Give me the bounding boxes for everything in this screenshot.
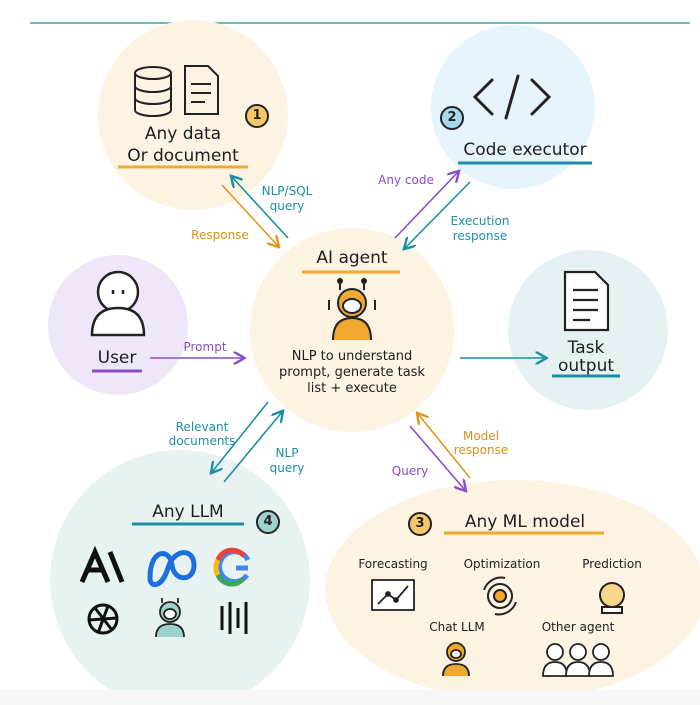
google-logo — [213, 547, 251, 587]
code-number-badge: 2 — [440, 106, 464, 130]
task-document-icon — [563, 270, 610, 332]
edge-label-relevant-line1: Relevant — [175, 420, 229, 434]
code-title: Code executor — [463, 140, 587, 160]
edge-label-query: Query — [391, 464, 429, 478]
ml-item-forecasting: Forecasting — [358, 557, 428, 571]
ml-title: Any ML model — [464, 512, 586, 532]
code-node-bg — [431, 25, 595, 189]
edge-label-execution-line2: response — [452, 229, 508, 243]
edge-label-nlp-sql-line2: query — [269, 199, 305, 213]
ml-number-badge: 3 — [408, 512, 432, 536]
edge-query — [409, 425, 465, 490]
edge-label-nlp-line2: query — [269, 461, 305, 475]
prediction-crystal-ball-icon — [599, 582, 625, 614]
edge-label-prompt: Prompt — [183, 340, 227, 354]
edge-response — [221, 184, 278, 246]
agent-desc-line1: NLP to understand — [291, 349, 413, 364]
other-agent-group-icon — [542, 643, 614, 677]
user-title: User — [97, 348, 137, 368]
edge-label-any-code: Any code — [378, 173, 434, 187]
llm-number-badge: 4 — [256, 510, 280, 534]
agent-title: AI agent — [316, 248, 388, 268]
edge-nlp-sql-query — [232, 177, 289, 239]
data-number-badge: 1 — [245, 104, 269, 128]
ml-item-chat-llm: Chat LLM — [429, 620, 485, 634]
edge-label-relevant-line2: documents — [168, 434, 236, 448]
agent-desc-line2: prompt, generate task — [279, 365, 425, 380]
edge-model-response — [418, 414, 471, 479]
edge-relevant-documents — [212, 401, 269, 472]
edge-label-response: Response — [191, 228, 249, 242]
edge-execution-response — [405, 181, 471, 248]
code-icon — [472, 74, 552, 120]
database-icon — [134, 66, 172, 117]
ml-item-prediction: Prediction — [582, 557, 642, 571]
anthropic-logo — [79, 545, 125, 583]
robot-icon — [328, 278, 376, 341]
optimization-gear-icon — [483, 576, 517, 616]
bottom-caption-strip — [0, 690, 700, 705]
edge-label-nlp-line1: NLP — [275, 446, 299, 460]
edge-nlp-query — [223, 412, 282, 483]
equalizer-logo — [220, 602, 248, 634]
task-title-line2: output — [557, 356, 615, 376]
openai-logo — [87, 603, 119, 635]
data-title-line1: Any data — [144, 124, 222, 144]
chat-llm-robot-icon — [442, 642, 470, 677]
llm-robot-icon — [155, 598, 185, 638]
meta-logo — [147, 550, 197, 587]
user-icon — [90, 270, 146, 337]
task-title-line1: Task — [567, 338, 605, 358]
agent-desc-line3: list + execute — [307, 381, 397, 396]
document-icon — [184, 65, 219, 115]
edge-label-model-line1: Model — [462, 429, 500, 443]
edge-any-code — [394, 172, 458, 239]
edge-label-execution-line1: Execution — [450, 214, 510, 228]
ml-item-other-agent: Other agent — [541, 620, 615, 634]
ml-item-optimization: Optimization — [463, 557, 541, 571]
llm-title: Any LLM — [152, 502, 224, 522]
edge-label-model-line2: response — [453, 443, 509, 457]
edge-label-nlp-sql-line1: NLP/SQL — [261, 184, 313, 198]
data-title-line2: Or document — [127, 146, 239, 166]
forecasting-chart-icon — [371, 579, 415, 611]
